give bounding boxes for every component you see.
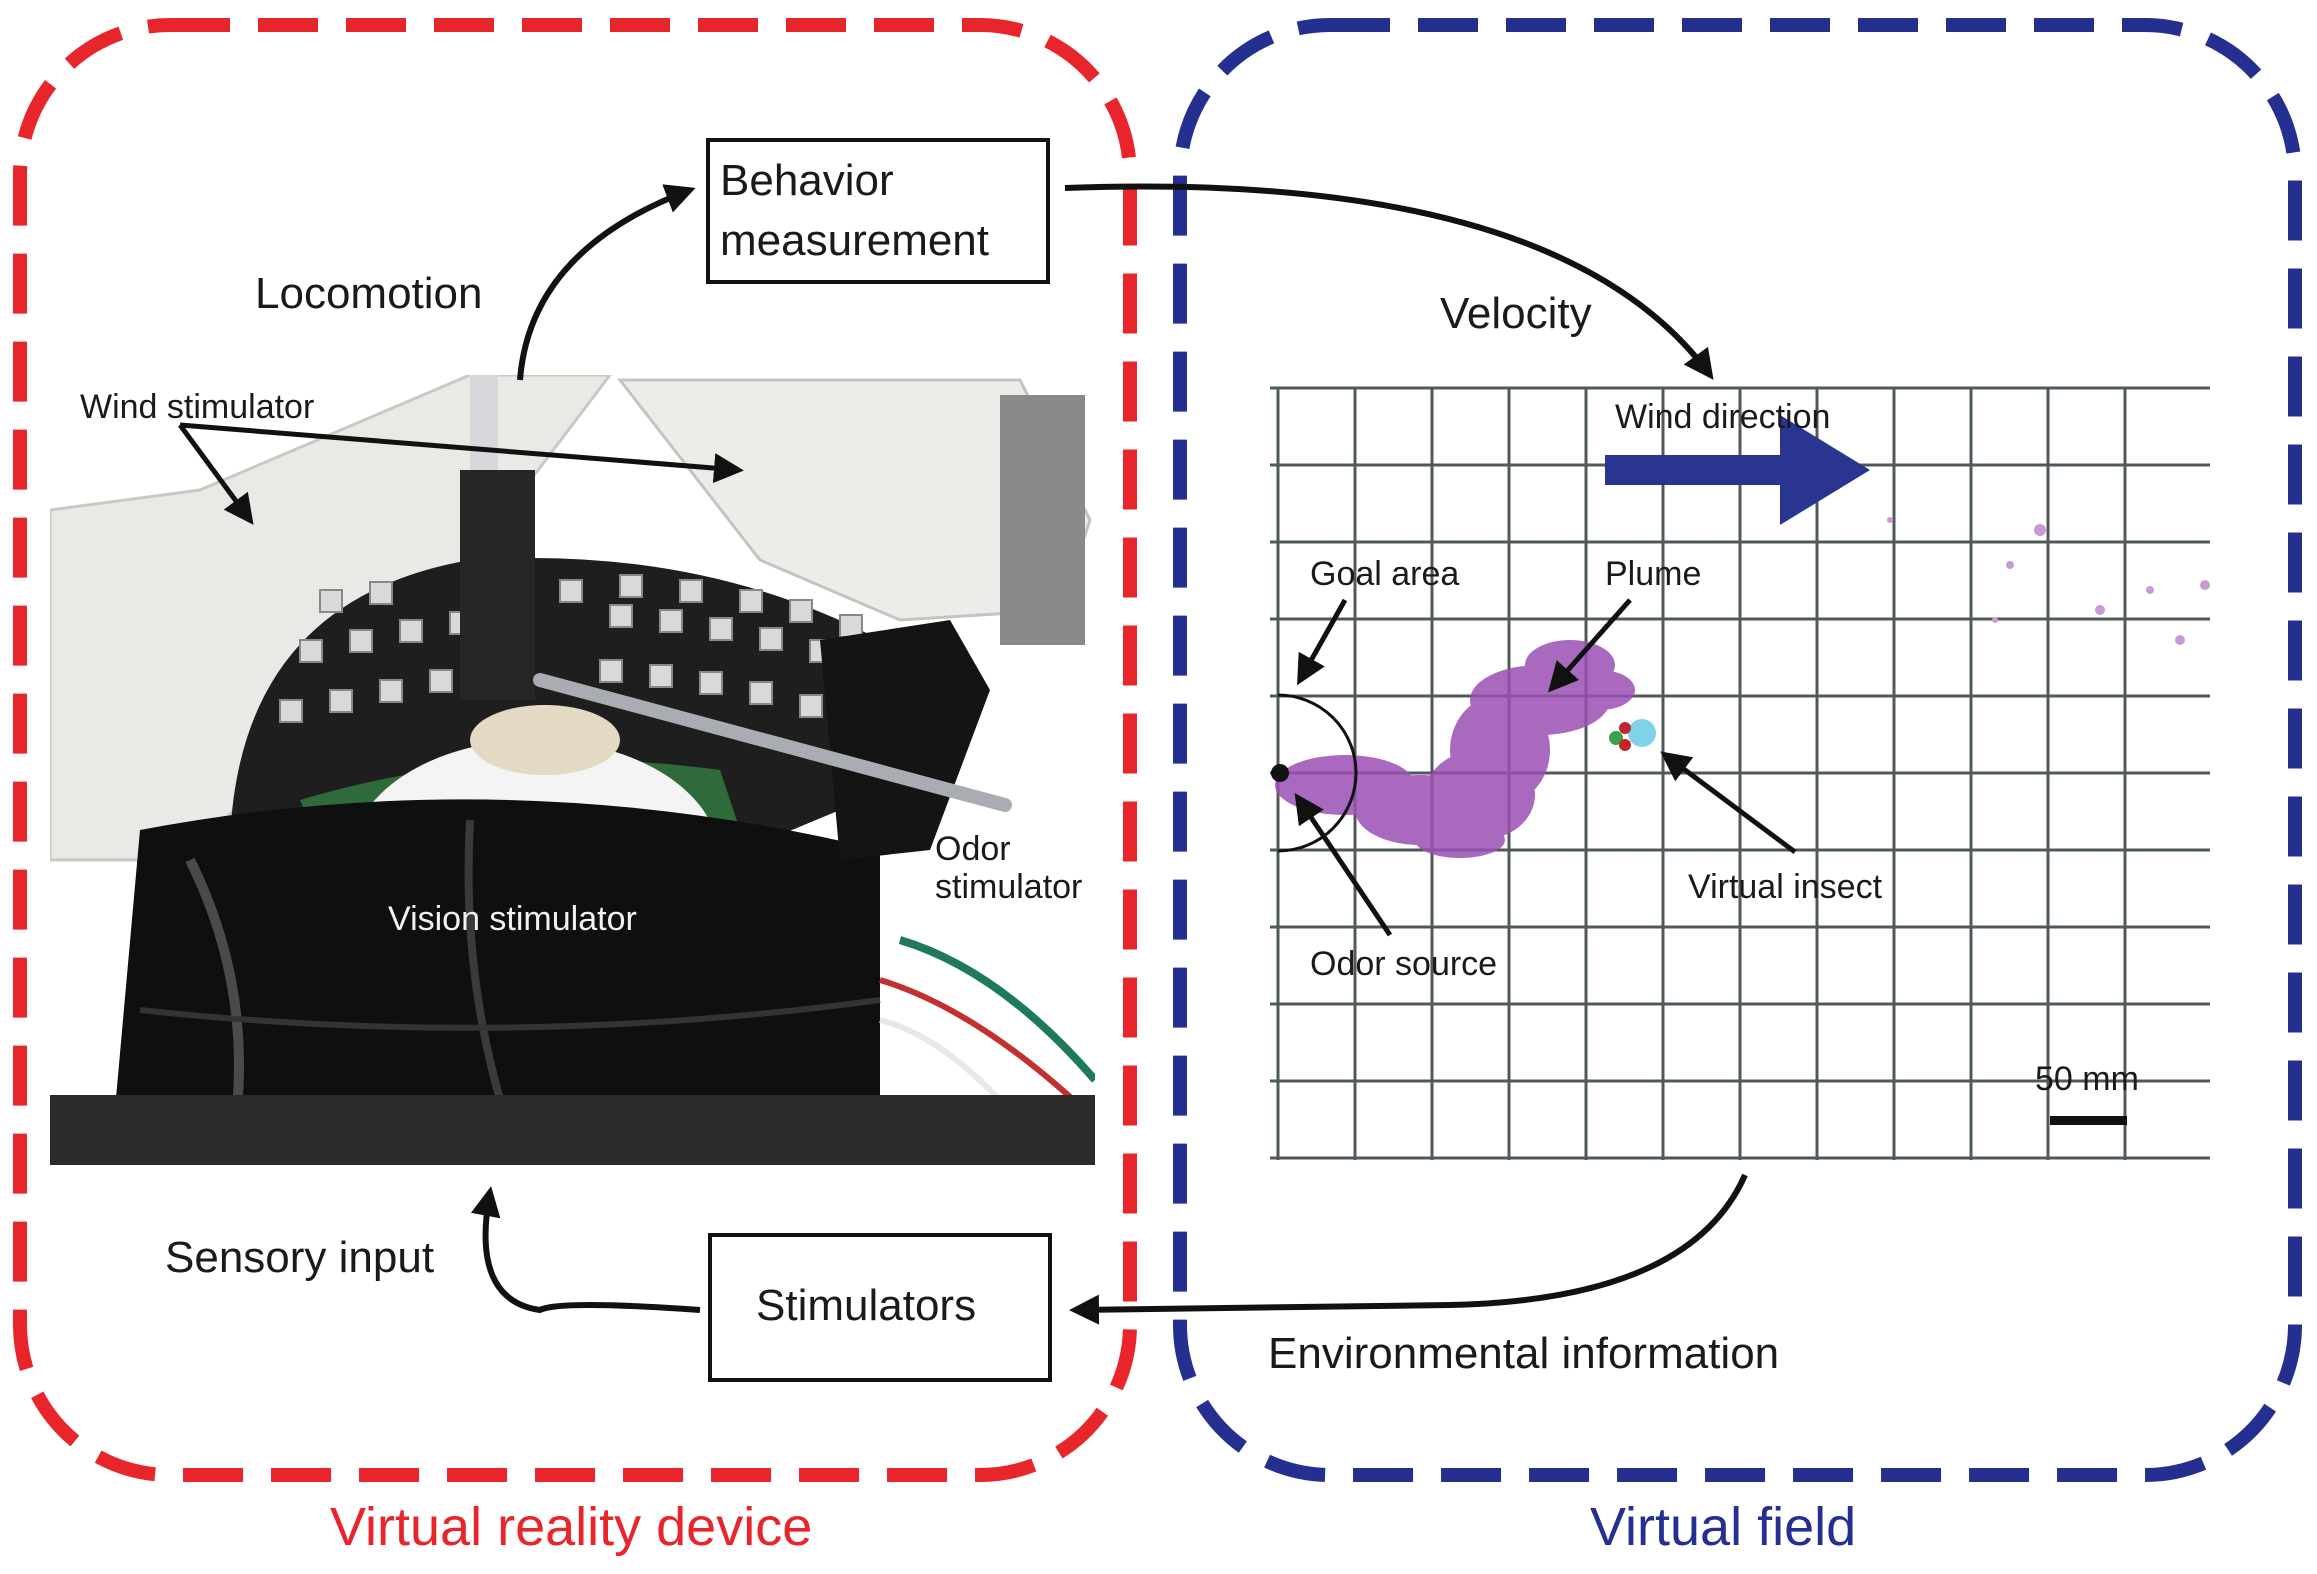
odor-source-dot bbox=[1271, 764, 1289, 782]
device-photo bbox=[50, 375, 1095, 1165]
locomotion-label: Locomotion bbox=[255, 269, 482, 318]
locomotion-arrow bbox=[517, 184, 696, 381]
behavior-box-line2: measurement bbox=[720, 216, 989, 265]
wind-direction-arrow bbox=[1605, 415, 1870, 525]
scale-bar-label: 50 mm bbox=[2035, 1060, 2139, 1098]
plume-pointer bbox=[1548, 598, 1632, 693]
odor-stimulator-label-line2: stimulator bbox=[935, 868, 1082, 906]
goal-area-label: Goal area bbox=[1310, 555, 1459, 593]
wind-direction-label: Wind direction bbox=[1615, 398, 1830, 436]
virtual-field-map bbox=[1270, 385, 2210, 1165]
virtual-reality-device-caption: Virtual reality device bbox=[330, 1497, 812, 1557]
virtual-insect-marker bbox=[1609, 719, 1656, 751]
virtual-field-caption: Virtual field bbox=[1590, 1497, 1856, 1557]
silkmoth bbox=[470, 705, 620, 775]
velocity-label: Velocity bbox=[1440, 289, 1592, 338]
goal-area-pointer bbox=[1297, 598, 1348, 686]
vision-stimulator-label: Vision stimulator bbox=[388, 900, 637, 938]
wind-stimulator-label: Wind stimulator bbox=[80, 388, 314, 426]
vision-screen bbox=[110, 799, 880, 1165]
scale-bar bbox=[2050, 1116, 2127, 1125]
odor-stimulator-label-line1: Odor bbox=[935, 830, 1011, 868]
environmental-information-arrow bbox=[1069, 1173, 1748, 1325]
odor-source-label: Odor source bbox=[1310, 945, 1497, 983]
goal-area-semicircle bbox=[1277, 693, 1358, 853]
stimulators-box bbox=[708, 1233, 1052, 1382]
behavior-measurement-box bbox=[706, 138, 1050, 284]
virtual-reality-device-frame bbox=[13, 18, 1137, 1482]
wind-pointer-right bbox=[179, 422, 744, 484]
virtual-insect-pointer bbox=[1660, 751, 1797, 855]
odor-source-pointer bbox=[1294, 793, 1393, 937]
virtual-insect-label: Virtual insect bbox=[1688, 868, 1883, 906]
plume-label: Plume bbox=[1605, 555, 1701, 593]
stimulators-box-label: Stimulators bbox=[756, 1281, 976, 1330]
velocity-arrow bbox=[1064, 183, 1714, 380]
plume-specks bbox=[1887, 517, 2210, 645]
environmental-information-label: Environmental information bbox=[1268, 1329, 1779, 1378]
wind-pointer-left bbox=[177, 423, 254, 525]
sensory-input-arrow bbox=[470, 1186, 701, 1314]
virtual-field-frame bbox=[1173, 18, 2302, 1482]
sensory-input-label: Sensory input bbox=[165, 1233, 434, 1282]
behavior-box-line1: Behavior bbox=[720, 156, 894, 205]
